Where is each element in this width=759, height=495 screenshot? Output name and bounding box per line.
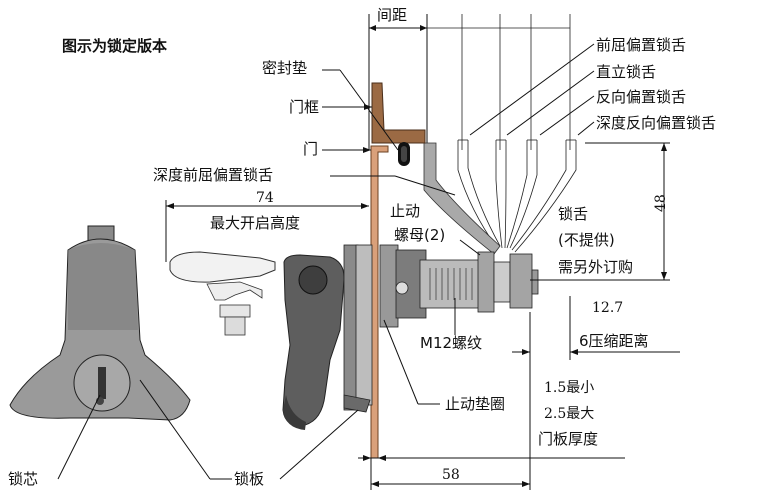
dim-48: 48: [653, 194, 669, 212]
not-supplied-label: (不提供): [558, 231, 615, 249]
deep-front-offset-tongue: [423, 142, 501, 255]
compression-distance-label: 6压缩距离: [579, 332, 649, 350]
door-label: 门: [303, 140, 318, 158]
reverse-offset-tongue-label: 反向偏置锁舌: [596, 88, 686, 106]
stop-nut-label: 止动: [390, 202, 420, 220]
deep-front-offset-tongue-label: 深度前屈偏置锁舌: [153, 166, 273, 184]
front-offset-tongue-label: 前屈偏置锁舌: [596, 36, 686, 54]
spacing-label: 间距: [377, 6, 407, 24]
tongue-position-guides: [368, 14, 571, 150]
door-frame-label: 门框: [289, 98, 319, 116]
diagram-title: 图示为锁定版本: [62, 37, 167, 55]
thread-label: M12螺纹: [420, 334, 482, 352]
stop-washer-label: 止动垫圈: [445, 395, 505, 413]
t-handle-front-view: [9, 225, 191, 421]
deep-reverse-offset-tongue-label: 深度反向偏置锁舌: [596, 114, 716, 132]
max-open-height-label: 最大开启高度: [210, 214, 300, 232]
latch-body: [379, 244, 539, 328]
panel-thickness-label: 门板厚度: [538, 430, 598, 448]
handle-side-view: [282, 244, 373, 430]
upright-tongue-label: 直立锁舌: [596, 63, 656, 81]
lock-core-label: 锁芯: [8, 470, 38, 488]
tongue-label: 锁舌: [558, 205, 588, 223]
order-separately-label: 需另外订购: [558, 258, 633, 276]
handle-open-position: [169, 251, 276, 336]
tongue-leader-lines: [469, 43, 595, 136]
gasket-label: 密封垫: [262, 59, 307, 77]
stop-nut-label-2: 螺母(2): [394, 226, 445, 244]
tongue-variants: [457, 139, 577, 253]
lock-plate-label: 锁板: [234, 470, 264, 488]
door-frame: [371, 82, 426, 144]
max-thickness-label: 2.5最大: [544, 406, 594, 422]
dim-58: 58: [442, 467, 460, 483]
max-open-height-value: 74: [256, 190, 274, 206]
min-thickness-label: 1.5最小: [544, 380, 594, 396]
dim-12-7: 12.7: [592, 300, 623, 316]
